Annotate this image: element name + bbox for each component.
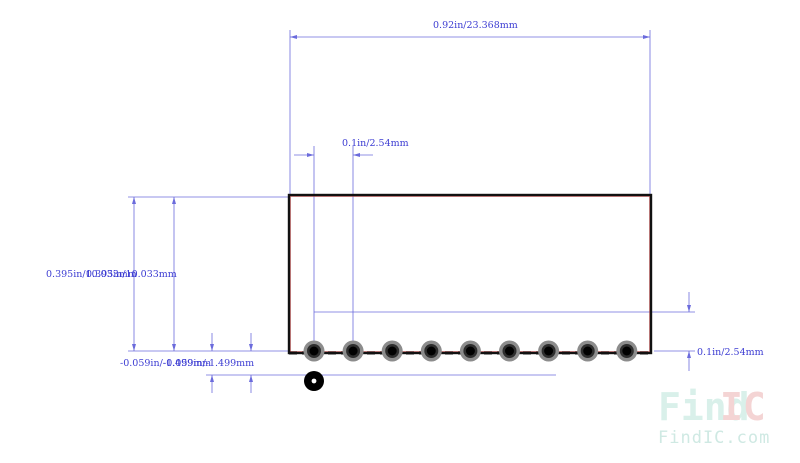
pin-pitch-top-label: 0.1in/2.54mm: [342, 138, 409, 149]
body-height-label-a: 0.395in/10.033mm: [46, 269, 137, 280]
overall-width-label: 0.92in/23.368mm: [433, 20, 518, 31]
watermark-logo-find: Find: [658, 385, 750, 429]
body-height-label-b: 0.395in/10.033mm: [86, 269, 177, 280]
pin-pad: [303, 340, 325, 362]
pin-pad: [616, 340, 638, 362]
pin-pad: [538, 340, 560, 362]
pin-offset-dimension: -0.059in/-1.499mm -0.059in/-1.499mm: [120, 333, 556, 393]
pin1-marker: [304, 371, 324, 391]
pin-pitch-top-dimension: 0.1in/2.54mm: [294, 138, 409, 350]
pin-pad: [577, 340, 599, 362]
pin-pad: [420, 340, 442, 362]
component-body: [287, 193, 653, 355]
pin-offset-label: -0.059in/-1.499mm: [120, 358, 211, 369]
pin-pitch-right-label: 0.1in/2.54mm: [697, 347, 764, 358]
watermark-logo-ic: IC: [720, 385, 766, 429]
overall-width-dimension: 0.92in/23.368mm: [289, 20, 651, 196]
pin-pad: [381, 340, 403, 362]
pin-offset-label-b: -0.059in/-1.499mm: [163, 358, 254, 369]
pin-pad: [459, 340, 481, 362]
watermark-url: FindIC.com: [658, 428, 770, 448]
pin-pad: [499, 340, 520, 362]
pin-pad: [342, 340, 364, 362]
pin-pitch-right-dimension: 0.1in/2.54mm: [314, 292, 764, 371]
body-height-dimension: 0.395in/10.033mm 0.395in/10.033mm: [46, 196, 290, 352]
watermark: Find IC FindIC.com: [658, 385, 770, 448]
pin-row: [303, 340, 638, 362]
